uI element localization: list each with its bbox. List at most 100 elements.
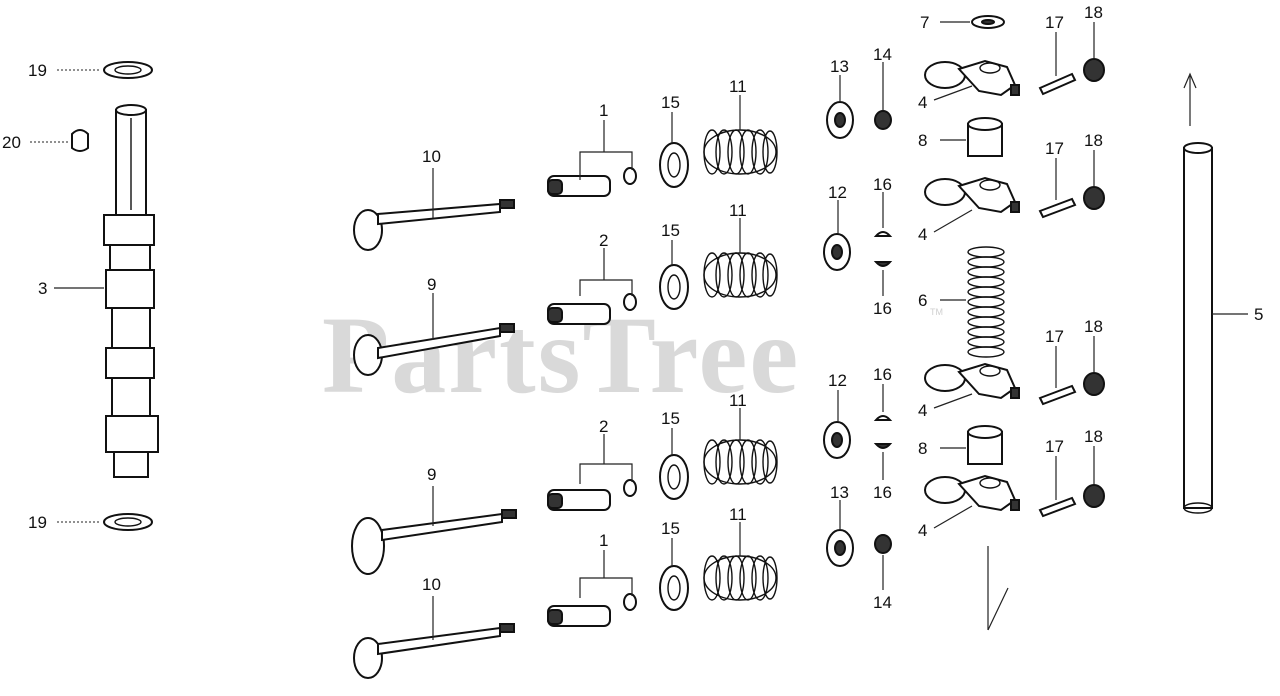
callout-19: 19	[28, 61, 47, 80]
callout-10: 10	[422, 147, 441, 166]
valve-spring-11-c[interactable]	[703, 439, 778, 485]
callout-4: 4	[918, 225, 927, 244]
valve-guide-1-bottom[interactable]	[547, 593, 637, 627]
washer-7[interactable]	[971, 15, 1005, 29]
spring-seat-15-d[interactable]	[659, 565, 689, 611]
callout-12: 12	[828, 371, 847, 390]
callout-9: 9	[427, 275, 436, 294]
nut-18-b[interactable]	[1083, 186, 1105, 210]
callout-19: 19	[28, 513, 47, 532]
nut-18-c[interactable]	[1083, 372, 1105, 396]
callout-11: 11	[729, 201, 747, 220]
callout-15: 15	[661, 93, 680, 112]
washer-19-top[interactable]	[103, 61, 153, 79]
callout-4: 4	[918, 401, 927, 420]
callout-9: 9	[427, 465, 436, 484]
adjusting-screw-17-d[interactable]	[1038, 496, 1077, 518]
rocker-arm-4-b[interactable]	[924, 176, 1020, 214]
adjusting-screw-17-a[interactable]	[1038, 72, 1077, 96]
callout-16: 16	[873, 175, 892, 194]
callout-18: 16	[873, 483, 892, 502]
callout-16: 16	[873, 299, 892, 318]
callout-12: 12	[828, 183, 847, 202]
adjusting-screw-17-c[interactable]	[1038, 384, 1077, 406]
valve-guide-2-top[interactable]	[547, 293, 637, 325]
retainer-13-bottom[interactable]	[826, 529, 854, 567]
keeper-16-c[interactable]	[873, 415, 893, 421]
callout-18: 18	[1084, 131, 1103, 150]
valve-9-top[interactable]	[353, 323, 515, 376]
callout-5: 5	[1254, 305, 1263, 324]
washer-19-bottom[interactable]	[103, 513, 153, 531]
callout-20: 20	[2, 133, 21, 152]
callout-17: 17	[1045, 327, 1064, 346]
callout-11: 11	[729, 391, 747, 410]
rocker-arm-4-d[interactable]	[924, 474, 1020, 512]
rocker-spring-6[interactable]	[967, 246, 1005, 358]
callout-18: 18	[1084, 317, 1103, 336]
callout-17: 17	[1045, 13, 1064, 32]
callout-13: 13	[830, 483, 849, 502]
valve-guide-2-bottom[interactable]	[547, 479, 637, 511]
callout-2: 2	[599, 417, 608, 436]
callout-18: 18	[1084, 427, 1103, 446]
callout-11: 11	[729, 505, 747, 524]
valve-spring-11-a[interactable]	[703, 129, 778, 175]
rocker-arm-4-a[interactable]	[924, 59, 1020, 97]
cap-14-bottom[interactable]	[874, 534, 892, 554]
retainer-12-top[interactable]	[823, 233, 851, 271]
keeper-16-d[interactable]	[873, 443, 893, 449]
callout-2: 2	[599, 231, 608, 250]
callout-8: 8	[918, 439, 927, 458]
valve-10-bottom[interactable]	[353, 623, 515, 679]
valve-10-top[interactable]	[353, 199, 515, 251]
callout-1: 1	[599, 531, 608, 550]
leader-lines	[30, 21, 1248, 640]
collar-8-top[interactable]	[967, 117, 1003, 157]
direction-arrow-up-icon	[1183, 72, 1197, 126]
callout-14: 14	[873, 45, 892, 64]
key-20[interactable]	[71, 129, 89, 152]
callout-14: 14	[873, 593, 892, 612]
nut-18-d[interactable]	[1083, 484, 1105, 508]
valve-9-bottom[interactable]	[351, 509, 517, 575]
callout-10: 10	[422, 575, 441, 594]
callout-15: 15	[661, 519, 680, 538]
callout-8: 8	[918, 131, 927, 150]
nut-18-a[interactable]	[1083, 58, 1105, 82]
direction-arrow-down-icon	[987, 546, 1009, 631]
keeper-16-a[interactable]	[873, 231, 893, 237]
callout-11: 11	[729, 77, 747, 96]
callout-3: 3	[38, 279, 47, 298]
retainer-13-top[interactable]	[826, 101, 854, 139]
rocker-arm-4-c[interactable]	[924, 362, 1020, 400]
callout-4: 4	[918, 521, 927, 540]
camshaft[interactable]	[103, 104, 159, 478]
adjusting-screw-17-b[interactable]	[1038, 197, 1077, 219]
retainer-12-bottom[interactable]	[823, 421, 851, 459]
callout-18: 18	[1084, 3, 1103, 22]
callout-4: 4	[918, 93, 927, 112]
callout-17: 17	[1045, 139, 1064, 158]
callout-17: 17	[1045, 437, 1064, 456]
watermark-tm: TM	[930, 307, 943, 317]
rocker-shaft-5[interactable]	[1183, 142, 1213, 514]
callout-7: 7	[920, 13, 929, 32]
callout-6: 6	[918, 291, 927, 310]
cap-14-top[interactable]	[874, 110, 892, 130]
callout-labels: 19 20 3 19 10 9 9 10 1 2 2 1 15 15 15 15…	[2, 3, 1263, 612]
keeper-16-b[interactable]	[873, 261, 893, 267]
callout-15: 15	[661, 221, 680, 240]
callout-13: 13	[830, 57, 849, 76]
valve-spring-11-d[interactable]	[703, 555, 778, 601]
valve-spring-11-b[interactable]	[703, 252, 778, 298]
spring-seat-15-a[interactable]	[659, 142, 689, 188]
spring-seat-15-c[interactable]	[659, 454, 689, 500]
callout-16: 16	[873, 365, 892, 384]
valve-guide-1-top[interactable]	[547, 167, 637, 197]
spring-seat-15-b[interactable]	[659, 264, 689, 310]
callout-1: 1	[599, 101, 608, 120]
collar-8-bottom[interactable]	[967, 425, 1003, 465]
callout-15: 15	[661, 409, 680, 428]
